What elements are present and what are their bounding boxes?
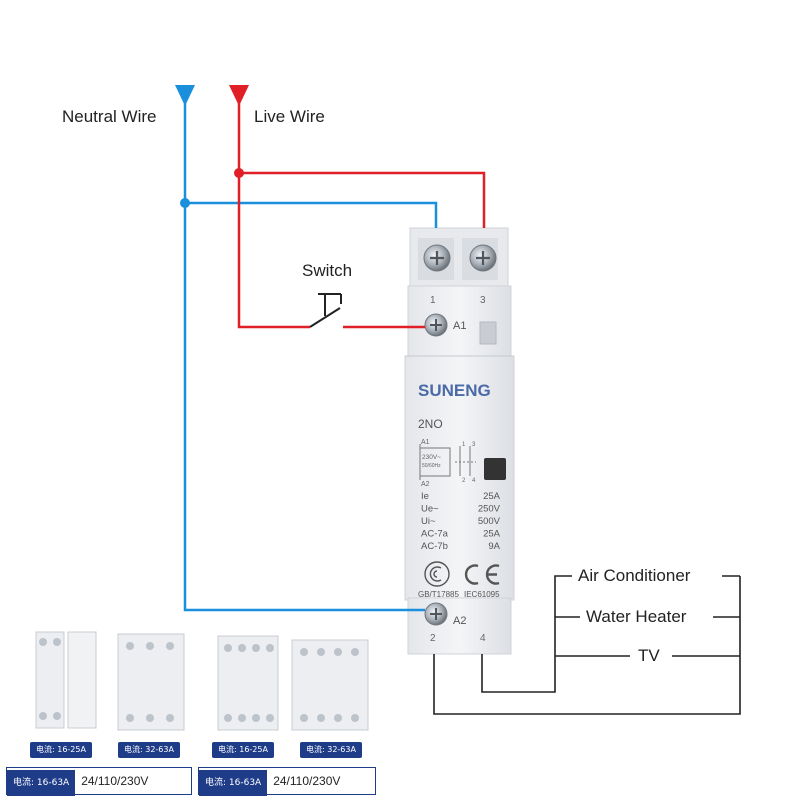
spec-bar-1-voltage: 24/110/230V bbox=[81, 774, 149, 788]
spec-value: 250V bbox=[478, 504, 501, 515]
thumbnail-3p bbox=[217, 635, 279, 731]
spec-bar-1-current: 电流: 16-63A bbox=[7, 770, 76, 796]
neutral-arrow-icon bbox=[175, 85, 195, 106]
switch-label: Switch bbox=[302, 261, 353, 280]
neutral-wire bbox=[183, 100, 438, 612]
spec-key: AC-7b bbox=[421, 541, 448, 552]
diag-contact-2: 2 bbox=[462, 478, 466, 484]
thumbnail-2p bbox=[117, 633, 185, 731]
live-junction bbox=[234, 168, 244, 178]
device-model: 2NO bbox=[418, 417, 443, 431]
spec-key: Ie bbox=[421, 491, 429, 502]
spec-value: 25A bbox=[483, 529, 501, 540]
neutral-junction bbox=[180, 198, 190, 208]
standard-right: IEC61095 bbox=[464, 590, 500, 599]
thumbnail-badge-4: 电流: 32-63A bbox=[300, 742, 362, 758]
terminal-1-label: 1 bbox=[430, 295, 436, 306]
spec-bar-1: 电流: 16-63A 24/110/230V bbox=[6, 767, 192, 796]
spec-key: AC-7a bbox=[421, 529, 449, 540]
diag-contact-4: 4 bbox=[472, 478, 476, 484]
spec-key: Ui~ bbox=[421, 516, 436, 527]
load-air-conditioner: Air Conditioner bbox=[574, 566, 695, 586]
spec-bar-2-current: 电流: 16-63A bbox=[199, 770, 268, 796]
terminal-2-label: 2 bbox=[430, 633, 436, 644]
ce-mark-icon bbox=[464, 564, 500, 585]
a1-label: A1 bbox=[453, 320, 466, 332]
diag-a1: A1 bbox=[421, 439, 430, 446]
terminal-screws bbox=[423, 244, 497, 626]
thumbnail-badge-3: 电流: 16-25A bbox=[212, 742, 274, 758]
contactor-body bbox=[404, 227, 515, 655]
load-water-heater: Water Heater bbox=[582, 607, 691, 627]
diag-contact-1: 1 bbox=[462, 442, 466, 448]
terminal-4-label: 4 bbox=[480, 633, 486, 644]
spec-key: Ue~ bbox=[421, 504, 439, 515]
product-thumbnails bbox=[35, 631, 369, 731]
diag-contact-3: 3 bbox=[472, 442, 476, 448]
device-diagram-box bbox=[419, 444, 476, 480]
diag-a2: A2 bbox=[421, 481, 430, 488]
load-tv: TV bbox=[634, 646, 664, 666]
thumbnail-badge-2: 电流: 32-63A bbox=[118, 742, 180, 758]
spec-bar-2-voltage: 24/110/230V bbox=[273, 774, 341, 788]
switch-symbol bbox=[309, 293, 342, 328]
thumbnail-badge-1: 电流: 16-25A bbox=[30, 742, 92, 758]
neutral-wire-label: Neutral Wire bbox=[62, 107, 157, 126]
load-wiring bbox=[433, 575, 741, 715]
spec-bar-2: 电流: 16-63A 24/110/230V bbox=[198, 767, 376, 796]
live-arrow-icon bbox=[229, 85, 249, 106]
a2-label: A2 bbox=[453, 615, 466, 627]
terminal-3-label: 3 bbox=[480, 295, 486, 306]
spec-value: 500V bbox=[478, 516, 501, 527]
thumbnail-1p bbox=[35, 631, 97, 729]
spec-value: 9A bbox=[488, 541, 500, 552]
ccc-mark-icon bbox=[424, 561, 450, 587]
device-brand: SUNENG bbox=[418, 381, 491, 400]
diag-frequency: 50/60Hz bbox=[422, 463, 441, 469]
standard-left: GB/T17885 bbox=[418, 590, 459, 599]
thumbnail-4p bbox=[291, 639, 369, 731]
live-wire-label: Live Wire bbox=[254, 107, 325, 126]
device-specs: Ie 25A Ue~ 250V Ui~ 500V AC-7a 25A AC-7b 9A bbox=[421, 491, 501, 552]
spec-value: 25A bbox=[483, 491, 501, 502]
diag-voltage: 230V~ bbox=[422, 454, 441, 461]
